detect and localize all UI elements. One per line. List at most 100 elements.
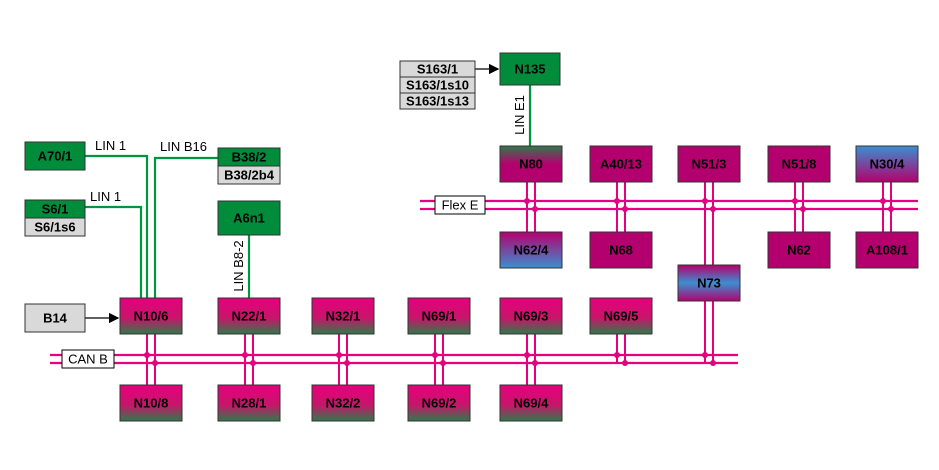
bus-junction-dot xyxy=(702,352,708,358)
node-a70-1: A70/1 xyxy=(24,141,86,171)
link-label-linb16: LIN B16 xyxy=(160,139,207,154)
node-a6n1: A6n1 xyxy=(217,200,281,236)
bus-label-flex-e: Flex E xyxy=(434,195,486,215)
node-sub-label: S163/1s13 xyxy=(406,94,469,109)
node-label: S163/1 xyxy=(417,62,458,77)
link-label-linb82: LIN B8-2 xyxy=(231,240,246,291)
node-label: N30/4 xyxy=(870,157,905,172)
bus-label-text: Flex E xyxy=(442,198,479,213)
node-label: N28/1 xyxy=(232,396,267,411)
bus-junction-dot xyxy=(702,198,708,204)
bus-layer xyxy=(50,182,918,385)
node-n30-4: N30/4 xyxy=(855,145,919,183)
bus-junction-dot xyxy=(524,198,530,204)
bus-junction-dot xyxy=(532,360,538,366)
bus-junction-dot xyxy=(614,198,620,204)
bus-junction-dot xyxy=(710,206,716,212)
node-n28-1: N28/1 xyxy=(217,384,281,422)
node-a108-1: A108/1 xyxy=(855,231,919,269)
link-linb16 xyxy=(153,156,218,298)
node-n73: N73 xyxy=(677,264,741,302)
link-layer xyxy=(85,63,532,324)
bus-junction-dot xyxy=(242,352,248,358)
bus-label-can-b: CAN B xyxy=(61,349,115,369)
node-label: A70/1 xyxy=(38,149,73,164)
bus-drop-A40/13 xyxy=(614,182,628,232)
bus-junction-dot xyxy=(792,198,798,204)
node-label: N51/3 xyxy=(692,157,727,172)
node-label: S6/1 xyxy=(42,202,69,217)
bus-drop-N51/8 xyxy=(792,182,806,232)
bus-drop-N69/3 xyxy=(524,334,538,385)
node-label: N32/2 xyxy=(326,396,361,411)
node-label: N10/6 xyxy=(134,309,169,324)
node-n32-2: N32/2 xyxy=(311,384,375,422)
node-a40-13: A40/13 xyxy=(589,145,653,183)
bus-junction-dot xyxy=(614,352,620,358)
bus-junction-dot xyxy=(622,360,628,366)
node-label: N69/5 xyxy=(604,309,639,324)
node-label: N73 xyxy=(697,276,721,291)
bus-drop-N69/5 xyxy=(614,334,628,366)
link-label-lin1-a: LIN 1 xyxy=(95,138,126,153)
bus-junction-dot xyxy=(524,352,530,358)
node-n69-1: N69/1 xyxy=(407,297,471,335)
node-n69-2: N69/2 xyxy=(407,384,471,422)
bus-drop-N32/1 xyxy=(336,334,350,385)
node-sub-label: S6/1s6 xyxy=(34,220,75,235)
node-label: N135 xyxy=(514,62,545,77)
bus-junction-dot xyxy=(336,352,342,358)
bus-junction-dot xyxy=(152,360,158,366)
node-n10-8: N10/8 xyxy=(119,384,183,422)
node-label: N69/2 xyxy=(422,396,457,411)
node-label: A40/13 xyxy=(600,157,642,172)
node-label: N10/8 xyxy=(134,396,169,411)
link-label-line1: LIN E1 xyxy=(512,95,527,135)
bus-junction-dot xyxy=(800,206,806,212)
bus-junction-dot xyxy=(532,206,538,212)
node-n62-4: N62/4 xyxy=(499,231,563,269)
node-label: N80 xyxy=(519,157,543,172)
node-label: B38/2 xyxy=(232,150,267,165)
node-sub-label: S163/1s10 xyxy=(406,78,469,93)
node-label: N62/4 xyxy=(514,243,549,258)
node-label: B14 xyxy=(43,311,68,326)
node-b14: B14 xyxy=(24,303,86,333)
node-label: N51/8 xyxy=(782,157,817,172)
bus-drop-N73-can xyxy=(702,301,716,366)
bus-drop-N30/4 xyxy=(880,182,894,232)
node-n62: N62 xyxy=(767,231,831,269)
link-label-lin1-b: LIN 1 xyxy=(90,189,121,204)
node-n32-1: N32/1 xyxy=(311,297,375,335)
bus-flex-e xyxy=(420,199,918,211)
node-label: N22/1 xyxy=(232,309,267,324)
bus-drop-N51/3 xyxy=(702,182,716,265)
node-label: N69/1 xyxy=(422,309,457,324)
bus-drop-N10/6 xyxy=(144,334,158,385)
bus-junction-dot xyxy=(710,360,716,366)
node-label: A6n1 xyxy=(233,211,265,226)
node-label: N68 xyxy=(609,243,633,258)
bus-junction-dot xyxy=(622,206,628,212)
node-n69-4: N69/4 xyxy=(499,384,563,422)
node-n10-6: N10/6 xyxy=(119,297,183,335)
link-lin1-a xyxy=(85,154,149,298)
node-label: N32/1 xyxy=(326,309,361,324)
node-sub-label: B38/2b4 xyxy=(224,168,275,183)
node-n51-3: N51/3 xyxy=(677,145,741,183)
bus-junction-dot xyxy=(144,352,150,358)
node-label: N62 xyxy=(787,243,811,258)
node-n22-1: N22/1 xyxy=(217,297,281,335)
bus-drop-N22/1 xyxy=(242,334,256,385)
bus-label-text: CAN B xyxy=(68,352,108,367)
node-label: N69/4 xyxy=(514,396,549,411)
link-lin1-b xyxy=(85,205,143,298)
node-label: N69/3 xyxy=(514,309,549,324)
bus-junction-dot xyxy=(344,360,350,366)
bus-junction-dot xyxy=(440,360,446,366)
